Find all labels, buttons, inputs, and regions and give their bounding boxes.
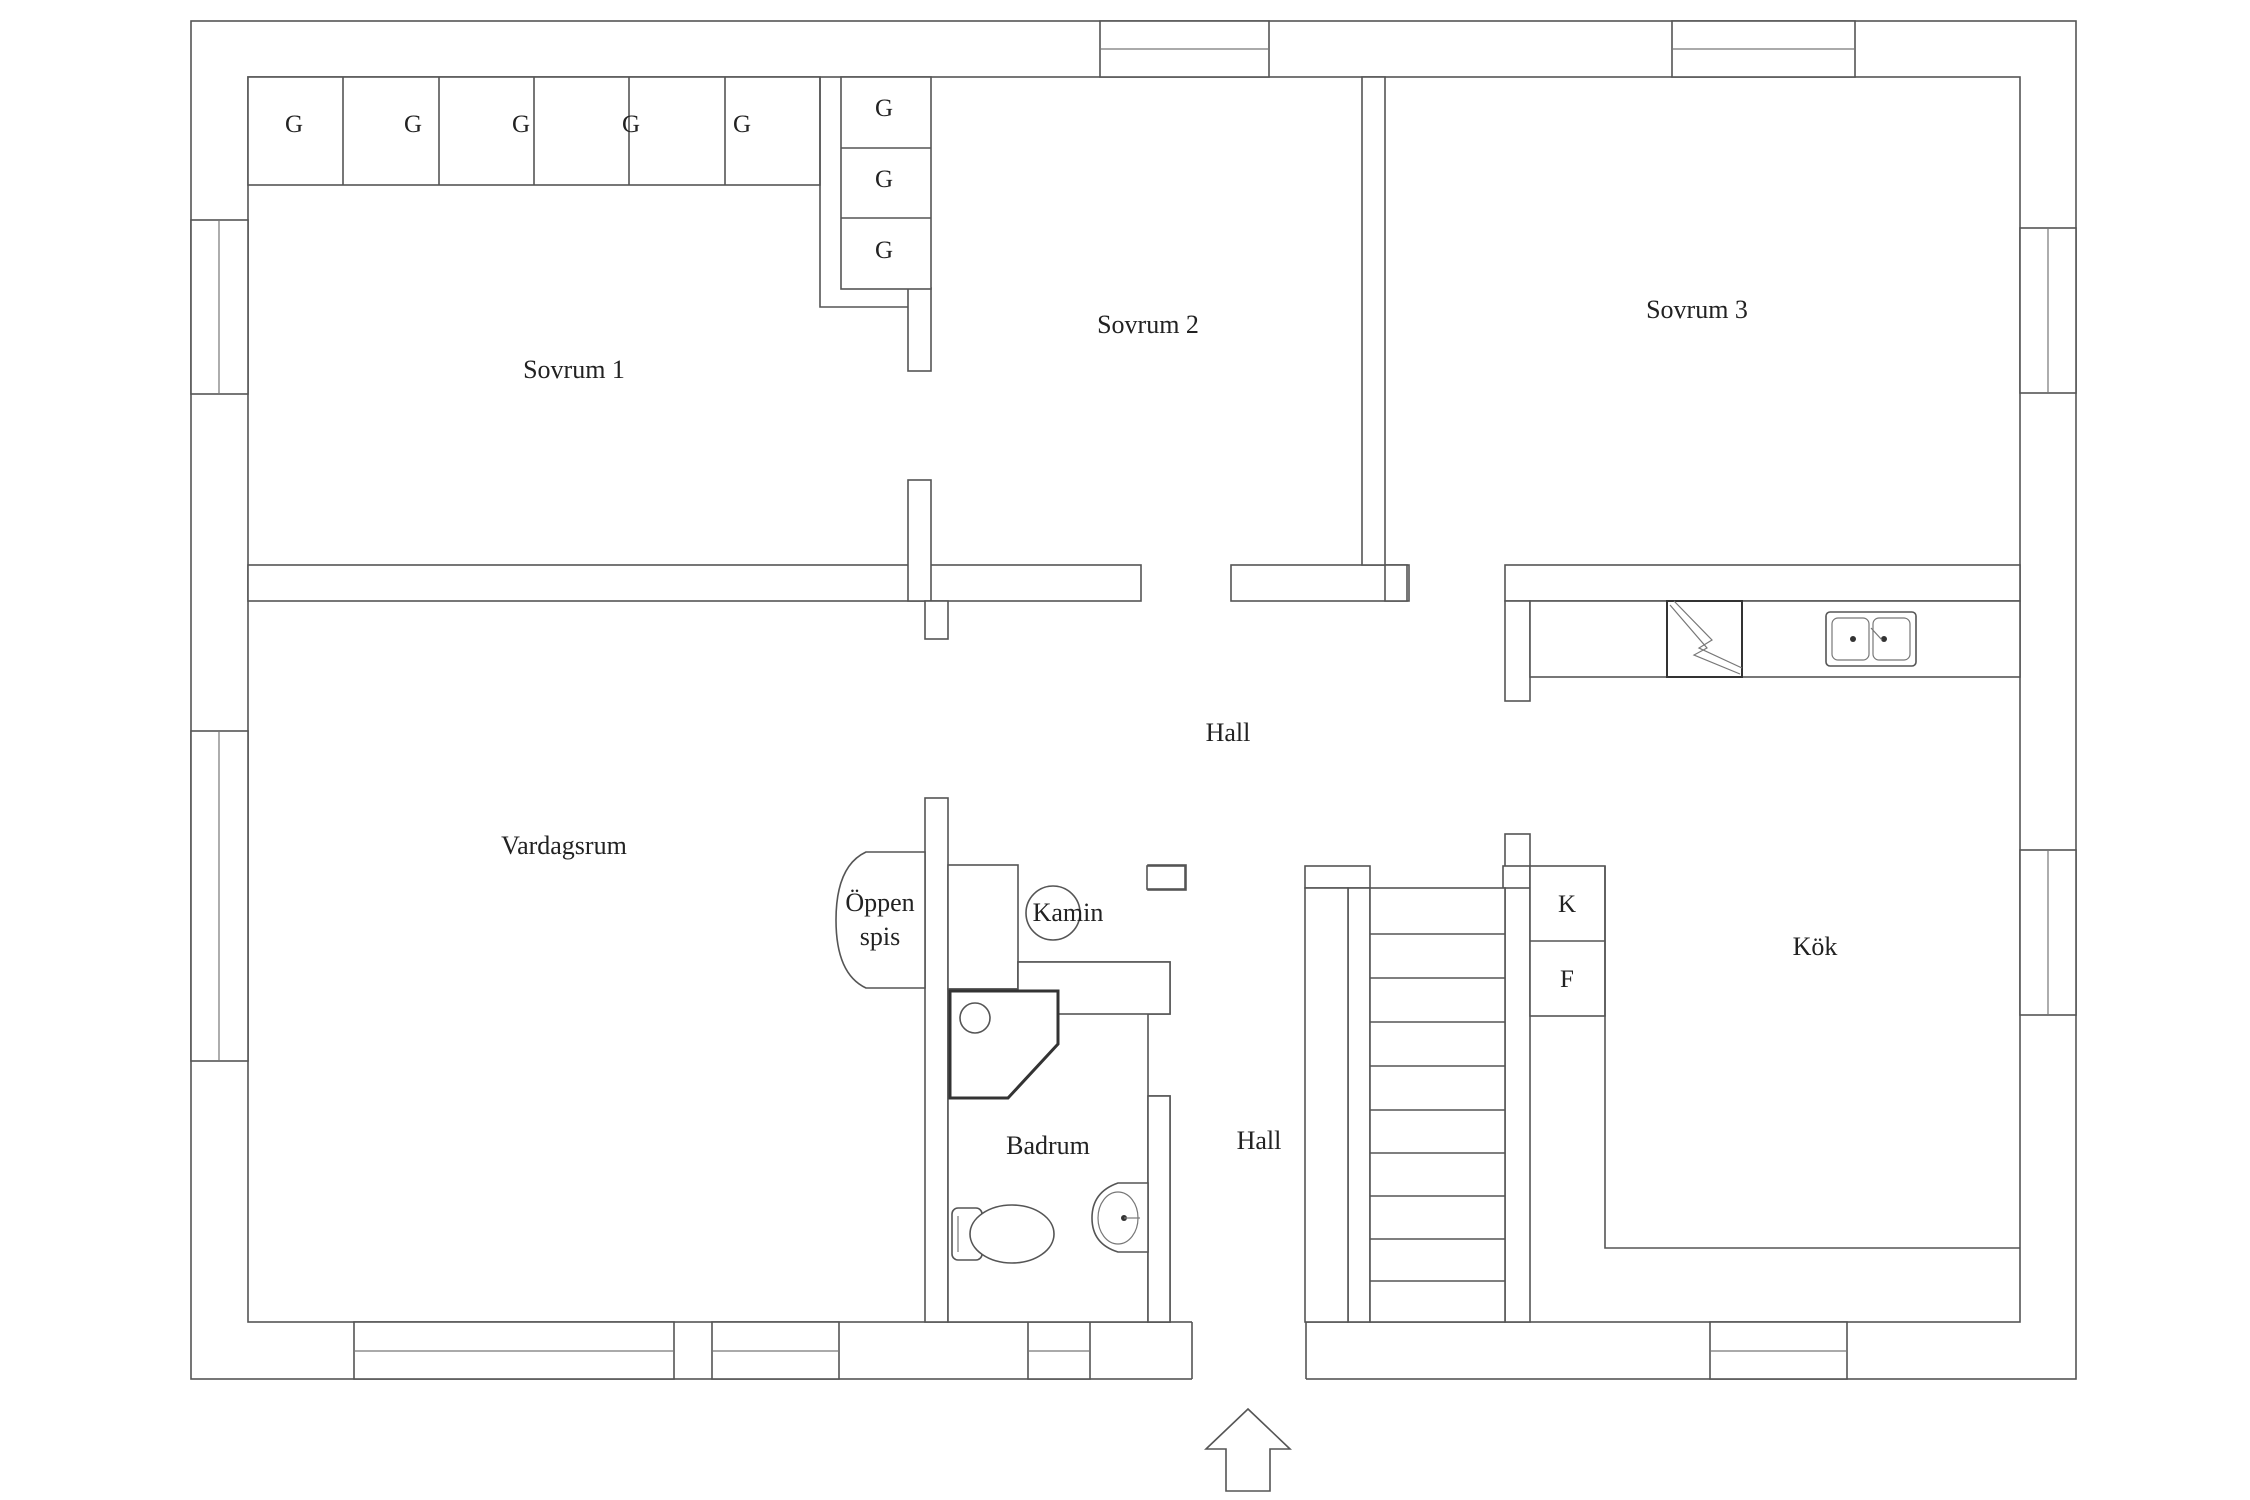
open-fireplace: [835, 851, 926, 989]
windows: [190, 20, 2077, 1380]
washbasin-icon: [1091, 1182, 1149, 1253]
small-pillar: [1146, 865, 1186, 890]
wardrobe-label: G: [622, 111, 640, 138]
room-label-sovrum-3: Sovrum 3: [1646, 295, 1748, 324]
wardrobe-label: G: [733, 111, 751, 138]
room-label-kok: Kök: [1793, 932, 1838, 961]
label-oppen-spis-line2: spis: [860, 922, 900, 951]
wardrobes-sovrum1: [247, 76, 908, 308]
kitchen-sink-icon: [1825, 611, 1917, 667]
entrance-opening: [1192, 1318, 1306, 1382]
wardrobe-label: G: [404, 111, 422, 138]
label-oppen-spis-line1: Öppen: [845, 888, 914, 917]
entrance-arrow-icon: [1204, 1407, 1292, 1492]
stove-icon: [1666, 600, 1743, 678]
wardrobe-label: G: [875, 95, 893, 122]
room-label-hall-entry: Hall: [1237, 1126, 1282, 1155]
bathroom: [947, 961, 1171, 1323]
room-label-badrum: Badrum: [1006, 1131, 1090, 1160]
wardrobe-label: G: [285, 111, 303, 138]
freezer-label: F: [1560, 966, 1574, 993]
interior-walls: [247, 76, 2021, 1323]
kamin-icon: [1025, 885, 1081, 941]
wardrobe-labels: G G G G G G G G: [285, 95, 893, 264]
room-labels: Sovrum 1 Sovrum 2 Sovrum 3 Hall Vardagsr…: [501, 295, 1837, 1160]
room-label-sovrum-1: Sovrum 1: [523, 355, 625, 384]
fridge-label: K: [1558, 891, 1576, 918]
wardrobe-label: G: [512, 111, 530, 138]
staircase: [1369, 887, 1506, 1323]
wardrobes-sovrum2: [840, 76, 932, 290]
room-label-sovrum-2: Sovrum 2: [1097, 310, 1199, 339]
fridge-freezer: K F: [1529, 865, 2020, 1249]
label-kamin: Kamin: [1033, 898, 1104, 927]
toilet-icon: [951, 1204, 1055, 1264]
room-label-vardagsrum: Vardagsrum: [501, 831, 627, 860]
wardrobe-label: G: [875, 166, 893, 193]
wardrobe-label: G: [875, 237, 893, 264]
room-label-hall: Hall: [1206, 718, 1251, 747]
shower-icon: [948, 989, 1060, 1100]
kitchen-counter: [1529, 600, 2021, 678]
